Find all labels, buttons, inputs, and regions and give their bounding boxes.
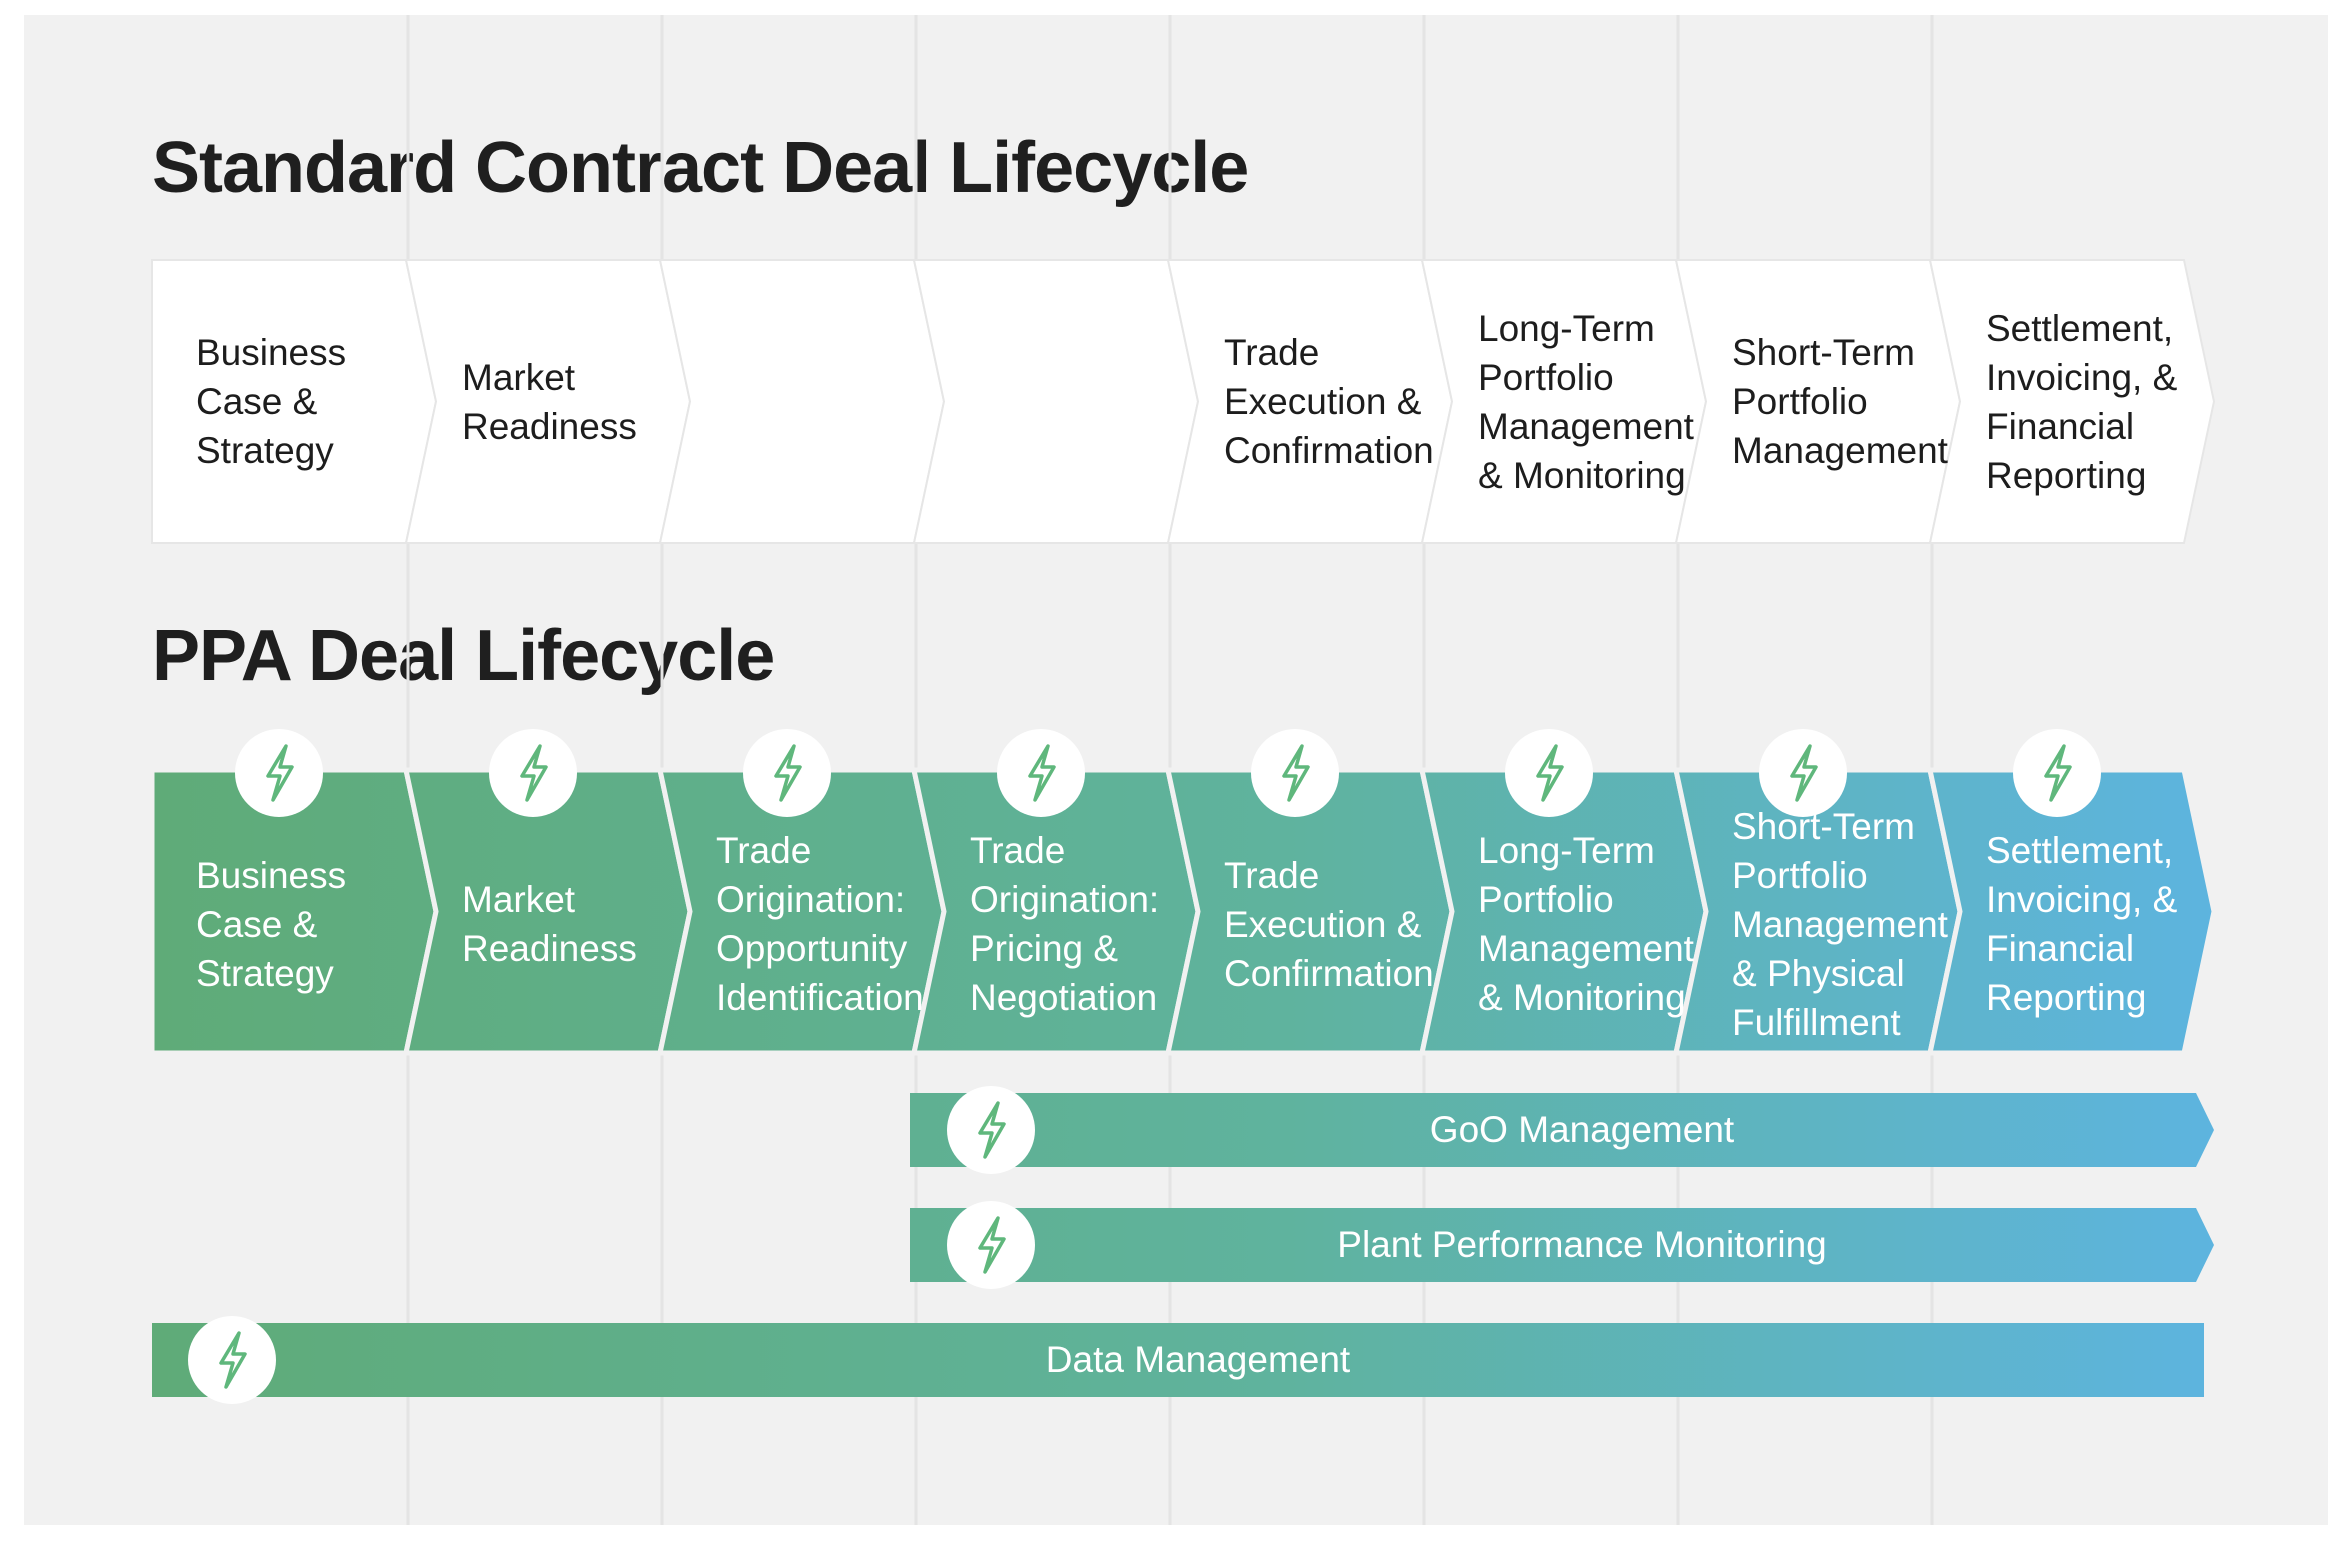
standard-lifecycle-title: Standard Contract Deal Lifecycle [152, 128, 1249, 208]
ppa-lifecycle-title: PPA Deal Lifecycle [152, 616, 775, 696]
lightning-bolt-icon [489, 729, 577, 817]
standard-step-label: Short-Term Portfolio Management [1732, 332, 1948, 471]
ppa-step-label: Market Readiness [462, 879, 637, 969]
standard-step-label: Trade Execution & Confirmation [1224, 332, 1434, 471]
lightning-bolt-icon [947, 1201, 1035, 1289]
lightning-bolt-icon [2013, 729, 2101, 817]
ppa-step-label: Long-Term Portfolio Management & Monitor… [1478, 830, 1694, 1018]
lightning-bolt-icon [947, 1086, 1035, 1174]
standard-step-chevron [1928, 259, 2216, 544]
ppa-step-label: Trade Origination: Opportunity Identific… [716, 830, 924, 1018]
capability-bar [152, 1323, 2204, 1397]
lightning-bolt-icon [235, 729, 323, 817]
capability-bar [910, 1093, 2214, 1167]
capability-bar-label: Data Management [1045, 1339, 1351, 1380]
ppa-step-label: Settlement, Invoicing, & Financial Repor… [1986, 830, 2178, 1018]
lightning-bolt-icon [188, 1316, 276, 1404]
ppa-step-label: Business Case & Strategy [196, 854, 347, 994]
capability-bar [910, 1208, 2214, 1282]
standard-step-label: Settlement, Invoicing, & Financial Repor… [1986, 307, 2178, 496]
lightning-bolt-icon [997, 729, 1085, 817]
standard-step-chevron [658, 259, 946, 544]
ppa-step-chevron [1926, 767, 2217, 1056]
ppa-step-label: Trade Origination: Pricing & Negotiation [970, 830, 1160, 1018]
standard-step-chevron [912, 259, 1200, 544]
lightning-bolt-icon [1505, 729, 1593, 817]
lightning-bolt-icon [743, 729, 831, 817]
lifecycle-diagram: Standard Contract Deal Lifecycle PPA Dea… [24, 15, 2328, 1525]
standard-step-label: Market Readiness [462, 356, 637, 447]
standard-step-label: Long-Term Portfolio Management & Monitor… [1478, 307, 1694, 496]
ppa-step-label: Short-Term Portfolio Management & Physic… [1732, 805, 1948, 1043]
standard-step-label: Business Case & Strategy [196, 332, 347, 471]
lifecycle-graphics [149, 15, 2217, 1525]
capability-bar-label: Plant Performance Monitoring [1337, 1224, 1827, 1265]
ppa-step-label: Trade Execution & Confirmation [1224, 854, 1434, 994]
lightning-bolt-icon [1251, 729, 1339, 817]
lightning-bolt-icon [1759, 729, 1847, 817]
capability-bar-label: GoO Management [1429, 1109, 1735, 1150]
